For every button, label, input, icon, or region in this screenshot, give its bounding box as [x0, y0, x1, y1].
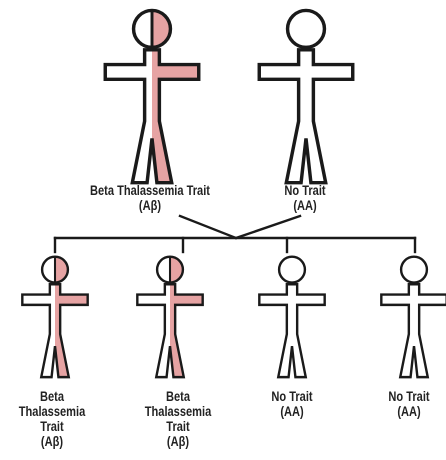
child-2-label-line-3: Trait: [166, 419, 190, 434]
child-4-genotype: (AA): [397, 404, 421, 419]
child-2-label-line-2: Thalassemia: [144, 404, 212, 419]
child-2-label-line-1: Beta: [165, 389, 190, 404]
child-3-label: No Trait (AA): [259, 389, 325, 419]
parent-no-trait-genotype: (AA): [293, 198, 317, 213]
child-2-figure: [136, 255, 204, 379]
parent-no-trait-label: No Trait (AA): [264, 183, 346, 213]
child-2-label: Beta Thalassemia Trait (Aβ): [135, 389, 220, 449]
person-figures: [21, 8, 446, 379]
child-4-label-line: No Trait: [388, 389, 430, 404]
child-2-figure-head-trait-fill: [170, 256, 183, 283]
parent-carrier-label: Beta Thalassemia Trait (Aβ): [76, 183, 224, 213]
pedigree-connectors: [53, 214, 417, 254]
parent-carrier-genotype: (Aβ): [138, 198, 162, 213]
child-1-figure-body: [21, 283, 89, 379]
parent-2-figure: [257, 8, 355, 185]
parent-1-figure: [103, 8, 201, 185]
parent-no-trait-label-line: No Trait: [284, 183, 326, 198]
parent-2-figure-body: [257, 48, 355, 185]
child-4-label: No Trait (AA): [379, 389, 440, 419]
child-4-figure-head: [399, 255, 429, 284]
child-3-label-line: No Trait: [271, 389, 313, 404]
child-1-label: Beta Thalassemia Trait (Aβ): [9, 389, 94, 449]
child-1-genotype: (Aβ): [40, 434, 64, 449]
parent-2-figure-head: [285, 8, 327, 50]
parent-2-link: [234, 214, 302, 240]
child-3-figure-head: [277, 255, 307, 284]
parent-1-link: [178, 214, 238, 240]
child-2-figure-body: [136, 283, 204, 379]
child-1-label-line-1: Beta: [39, 389, 64, 404]
child-3-genotype: (AA): [280, 404, 304, 419]
parent-carrier-label-line: Beta Thalassemia Trait: [89, 183, 210, 198]
child-1-figure-head-trait-fill: [55, 256, 68, 283]
parent-1-figure-head-trait-fill: [152, 10, 171, 48]
child-1-label-line-2: Thalassemia: [18, 404, 86, 419]
child-1-figure-head: [40, 255, 70, 284]
child-4-figure: [380, 255, 446, 379]
child-2-figure-head: [155, 255, 185, 284]
parent-1-figure-head: [131, 8, 173, 50]
child-1-label-line-3: Trait: [40, 419, 64, 434]
child-1-figure: [21, 255, 89, 379]
child-2-genotype: (Aβ): [166, 434, 190, 449]
child-4-figure-body: [380, 283, 446, 379]
child-3-figure: [258, 255, 326, 379]
parent-1-figure-body: [103, 48, 201, 185]
child-3-figure-body: [258, 283, 326, 379]
